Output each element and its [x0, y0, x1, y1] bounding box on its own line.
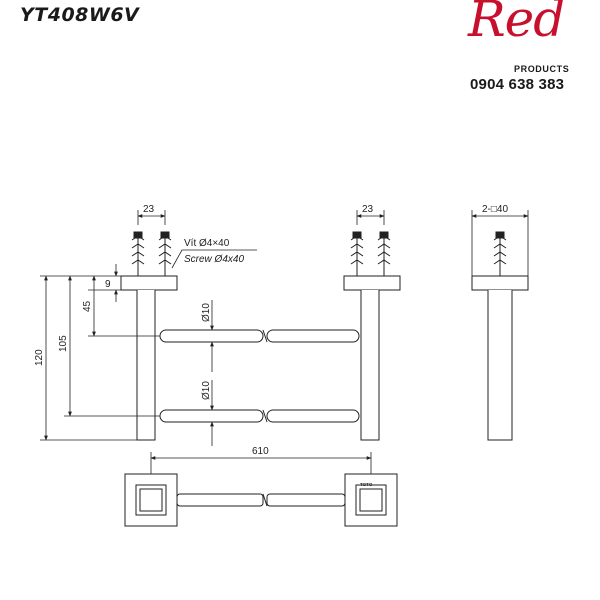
upper-bar — [159, 329, 360, 343]
top-bar — [176, 493, 346, 507]
total-height-label: 120 — [34, 349, 45, 366]
side-view — [471, 231, 529, 441]
top-view — [124, 473, 398, 527]
upper-bar-height-label: 45 — [82, 300, 93, 312]
right-post — [360, 290, 380, 441]
right-anchors — [350, 231, 391, 276]
front-dimension-labels: 23 23 Vít Ø4×40 Screw Ø4x40 9 45 105 120… — [34, 204, 374, 400]
front-view — [120, 231, 401, 441]
side-dimension-lines — [471, 210, 529, 276]
top-right-plate — [344, 473, 398, 527]
left-post — [136, 290, 156, 441]
lower-bar-diameter-label: Ø10 — [201, 381, 212, 400]
front-dimension-lines — [40, 210, 385, 446]
lower-bar-height-label: 105 — [58, 335, 69, 352]
brand-name: Red — [468, 0, 565, 48]
overall-length-label: 610 — [252, 446, 269, 457]
upper-bar-diameter-label: Ø10 — [201, 303, 212, 322]
screw-note-vi: Vít Ø4×40 — [184, 238, 230, 249]
top-left-plate — [124, 473, 178, 527]
left-anchors — [131, 231, 172, 276]
brand-logo: Red PRODUCTS 0904 638 383 — [466, 0, 594, 96]
brand-tagline: PRODUCTS — [514, 64, 570, 74]
model-code: YT408W6V — [20, 4, 140, 26]
left-anchor-spacing-label: 23 — [143, 204, 155, 215]
side-width-label: 2-□40 — [482, 204, 508, 215]
top-dimension-lines — [150, 452, 372, 474]
right-mount-plate — [343, 275, 401, 291]
plate-thickness-label: 9 — [105, 279, 111, 290]
phone-number: 0904 638 383 — [470, 76, 565, 93]
plate-mark-label: TOTO — [360, 482, 373, 487]
lower-bar — [159, 409, 360, 423]
right-anchor-spacing-label: 23 — [362, 204, 374, 215]
left-mount-plate — [120, 275, 178, 291]
screw-note-en: Screw Ø4x40 — [184, 254, 244, 265]
side-mount-plate — [471, 275, 529, 291]
side-post — [487, 290, 513, 441]
